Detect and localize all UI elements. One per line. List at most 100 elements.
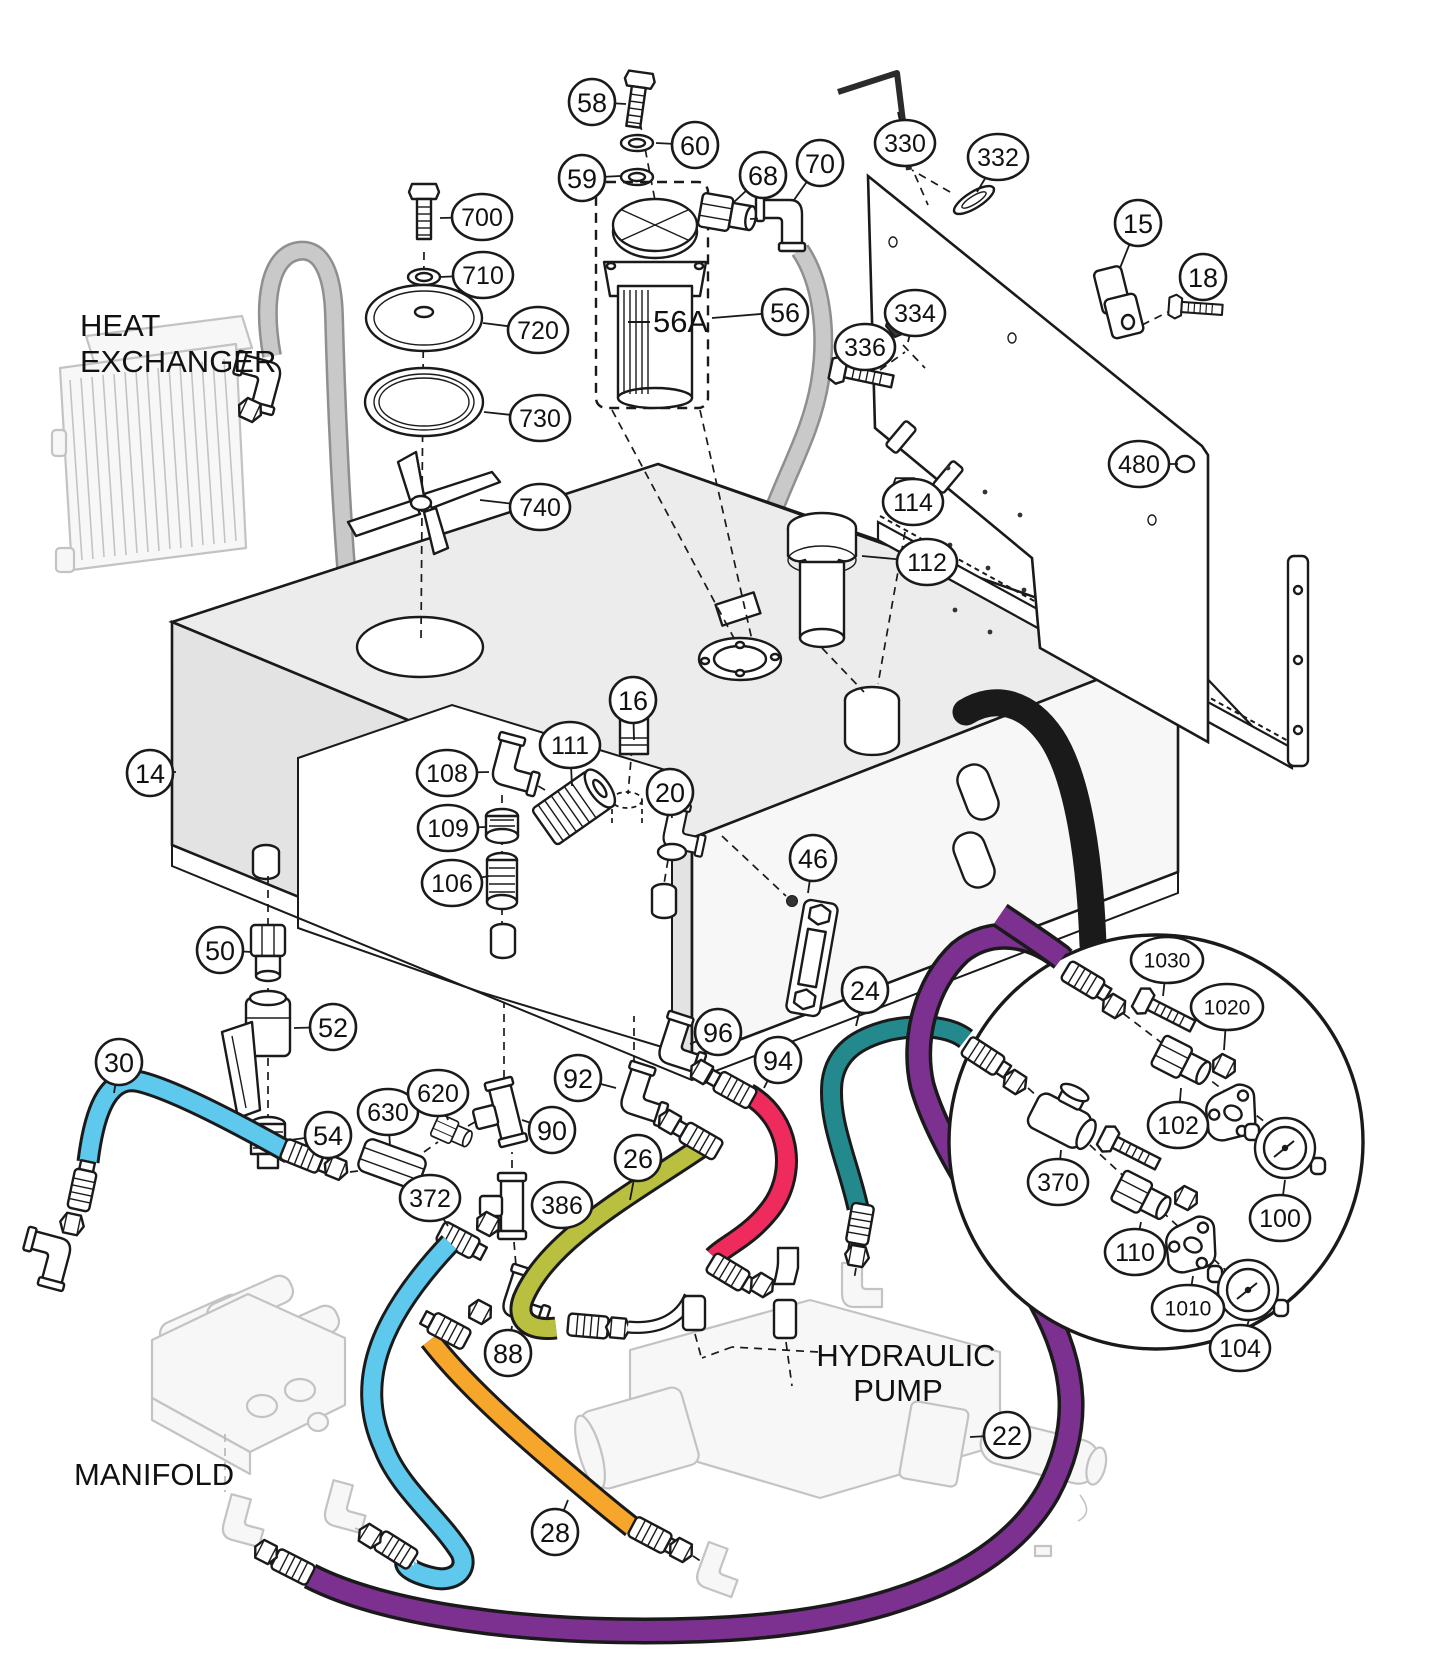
sight-gauge-46 — [721, 835, 840, 1019]
svg-text:14: 14 — [135, 759, 165, 789]
callout-334: 334 — [883, 288, 947, 343]
callout-26: 26 — [613, 1133, 663, 1201]
svg-text:54: 54 — [313, 1121, 343, 1151]
svg-text:108: 108 — [426, 760, 468, 788]
svg-text:106: 106 — [431, 870, 473, 898]
svg-text:50: 50 — [205, 936, 235, 966]
heat-exchanger-assembly — [50, 314, 254, 574]
svg-text:720: 720 — [517, 317, 559, 345]
callout-100: 100 — [1248, 1179, 1312, 1243]
svg-text:710: 710 — [462, 262, 504, 290]
svg-text:46: 46 — [798, 844, 828, 874]
callout-740: 740 — [479, 482, 572, 532]
callout-106: 106 — [420, 858, 490, 908]
callout-332: 332 — [966, 132, 1030, 193]
svg-text:1010: 1010 — [1165, 1298, 1212, 1321]
svg-text:111: 111 — [551, 732, 589, 760]
svg-text:109: 109 — [427, 815, 469, 843]
elbow-92 — [613, 1016, 687, 1138]
svg-text:70: 70 — [805, 149, 835, 179]
cap-screw-58-washers — [617, 68, 659, 217]
callout-330: 330 — [873, 111, 937, 168]
callout-15: 15 — [1113, 198, 1163, 269]
elbow-108-chain — [484, 730, 617, 960]
svg-text:59: 59 — [567, 164, 597, 194]
svg-text:1020: 1020 — [1204, 997, 1251, 1020]
callout-54: 54 — [289, 1110, 353, 1160]
svg-text:16: 16 — [618, 686, 648, 716]
svg-text:102: 102 — [1157, 1112, 1199, 1140]
svg-text:18: 18 — [1188, 263, 1218, 293]
svg-text:480: 480 — [1118, 451, 1160, 479]
svg-text:60: 60 — [680, 131, 710, 161]
callout-630: 630 — [356, 1087, 420, 1147]
lid-plug-480 — [1174, 454, 1196, 474]
return-filter-56 — [594, 180, 807, 643]
svg-text:24: 24 — [850, 976, 880, 1006]
callout-56: 56 — [711, 287, 810, 337]
callout-14: 14 — [125, 748, 177, 798]
svg-text:1030: 1030 — [1144, 950, 1191, 973]
svg-text:740: 740 — [519, 494, 561, 522]
elbow-96 — [651, 966, 719, 1088]
callout-730: 730 — [483, 393, 572, 443]
svg-text:88: 88 — [493, 1339, 523, 1369]
label-manifold: MANIFOLD — [74, 1457, 234, 1492]
callout-28: 28 — [530, 1499, 580, 1557]
svg-text:372: 372 — [409, 1185, 451, 1213]
filler-breather-112 — [786, 477, 918, 693]
callout-20: 20 — [645, 767, 695, 819]
svg-text:110: 110 — [1115, 1239, 1155, 1267]
svg-text:330: 330 — [884, 130, 926, 158]
svg-text:336: 336 — [844, 334, 886, 362]
callout-24: 24 — [840, 965, 890, 1027]
callout-70: 70 — [793, 138, 845, 201]
propeller-740 — [346, 450, 502, 556]
callout-112: 112 — [861, 537, 959, 587]
svg-text:22: 22 — [992, 1421, 1022, 1451]
hose-28-orange — [417, 1306, 703, 1566]
tank-flange-port — [697, 636, 783, 682]
nipple-106 — [485, 851, 519, 911]
svg-text:94: 94 — [763, 1046, 793, 1076]
manifold-assembly — [150, 1274, 369, 1549]
callout-114: 114 — [881, 477, 945, 527]
callout-1020: 1020 — [1189, 982, 1265, 1051]
svg-text:100: 100 — [1259, 1205, 1301, 1233]
callout-59: 59 — [557, 153, 621, 203]
callout-1030: 1030 — [1129, 935, 1205, 997]
label-hydraulic-pump-line1: HYDRAULIC — [816, 1338, 995, 1373]
callout-96: 96 — [689, 1007, 743, 1057]
svg-text:90: 90 — [537, 1116, 567, 1146]
callout-104: 104 — [1208, 1319, 1272, 1373]
svg-text:15: 15 — [1123, 209, 1153, 239]
label-heat-exchanger-line1: HEAT — [80, 308, 160, 343]
svg-text:52: 52 — [318, 1013, 348, 1043]
svg-text:730: 730 — [519, 405, 561, 433]
o-ring-730 — [363, 366, 485, 438]
callout-700: 700 — [439, 192, 514, 242]
hose-94-red — [704, 1065, 800, 1387]
callout-1010: 1010 — [1150, 1275, 1226, 1333]
callout-58: 58 — [567, 77, 627, 127]
agitator-stack-700 — [346, 182, 502, 639]
label-heat-exchanger-line2: EXCHANGER — [80, 344, 276, 379]
callout-50: 50 — [195, 925, 252, 975]
callout-720: 720 — [482, 305, 570, 355]
callout-102: 102 — [1146, 1087, 1210, 1150]
fitting-109 — [484, 807, 520, 845]
svg-text:96: 96 — [703, 1018, 733, 1048]
svg-text:68: 68 — [748, 161, 778, 191]
label-part-56A: 56A — [653, 304, 708, 339]
callout-370: 370 — [1026, 1149, 1090, 1207]
svg-text:92: 92 — [563, 1064, 593, 1094]
latch-15 — [1092, 265, 1177, 340]
svg-text:26: 26 — [623, 1144, 653, 1174]
svg-text:58: 58 — [577, 88, 607, 118]
callout-92: 92 — [553, 1053, 617, 1103]
svg-text:114: 114 — [893, 489, 933, 517]
ball-valve-52 — [220, 989, 292, 1120]
callout-30: 30 — [94, 1037, 144, 1094]
